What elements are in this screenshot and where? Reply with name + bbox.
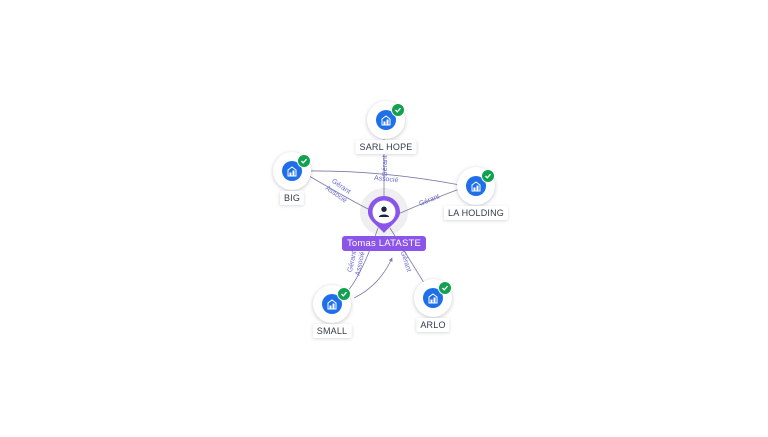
verified-check-icon: [438, 281, 452, 295]
building-icon: [423, 288, 443, 308]
edge-label-small-gerant: Gérant: [347, 250, 358, 272]
edge-label-la-holding-gerant: Gérant: [418, 193, 441, 208]
building-icon: [466, 176, 486, 196]
building-icon: [376, 110, 396, 130]
edge-label-arlo-gerant: Gérant: [399, 250, 412, 273]
node-label: SMALL: [312, 324, 352, 338]
node-label: ARLO: [416, 318, 450, 332]
node-label: LA HOLDING: [443, 206, 509, 220]
verified-check-icon: [297, 154, 311, 168]
node-label: BIG: [279, 191, 305, 205]
building-icon: [282, 161, 302, 181]
verified-check-icon: [337, 287, 351, 301]
verified-check-icon: [481, 169, 495, 183]
edge-la-holding-big[interactable]: Associé: [305, 168, 461, 186]
edge-label-small-associe: Associé: [355, 251, 367, 277]
person-icon: [368, 196, 400, 233]
verified-check-icon: [391, 103, 405, 117]
building-icon: [322, 294, 342, 314]
node-label: SARL HOPE: [355, 140, 417, 154]
person-label: Tomas LATASTE: [341, 236, 427, 251]
edge-label-sarl-hope-gerant: Gérant: [382, 155, 389, 176]
edge-label-la-holding-big-associe: Associé: [374, 175, 399, 185]
